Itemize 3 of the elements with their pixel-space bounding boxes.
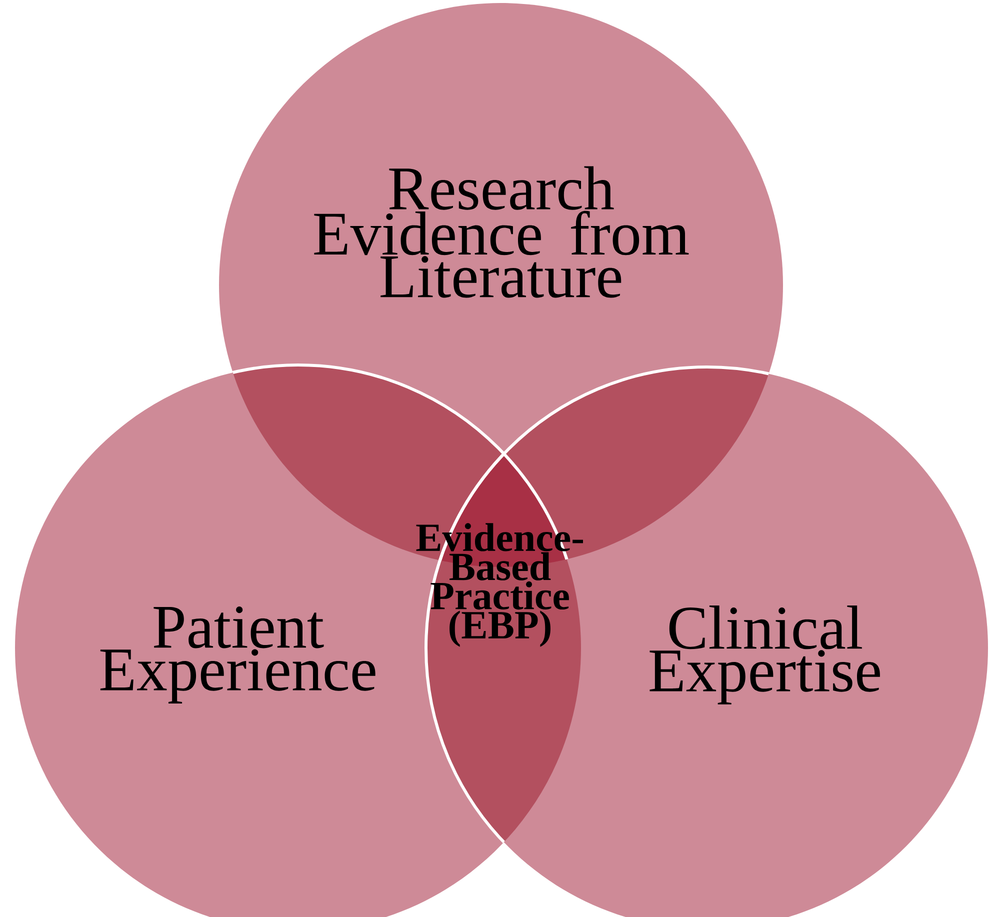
circle-label: Patient Experience	[100, 606, 376, 704]
circle-label: Research Evidence from Literature	[314, 166, 689, 298]
circle-label: Clinical Expertise	[650, 606, 880, 704]
